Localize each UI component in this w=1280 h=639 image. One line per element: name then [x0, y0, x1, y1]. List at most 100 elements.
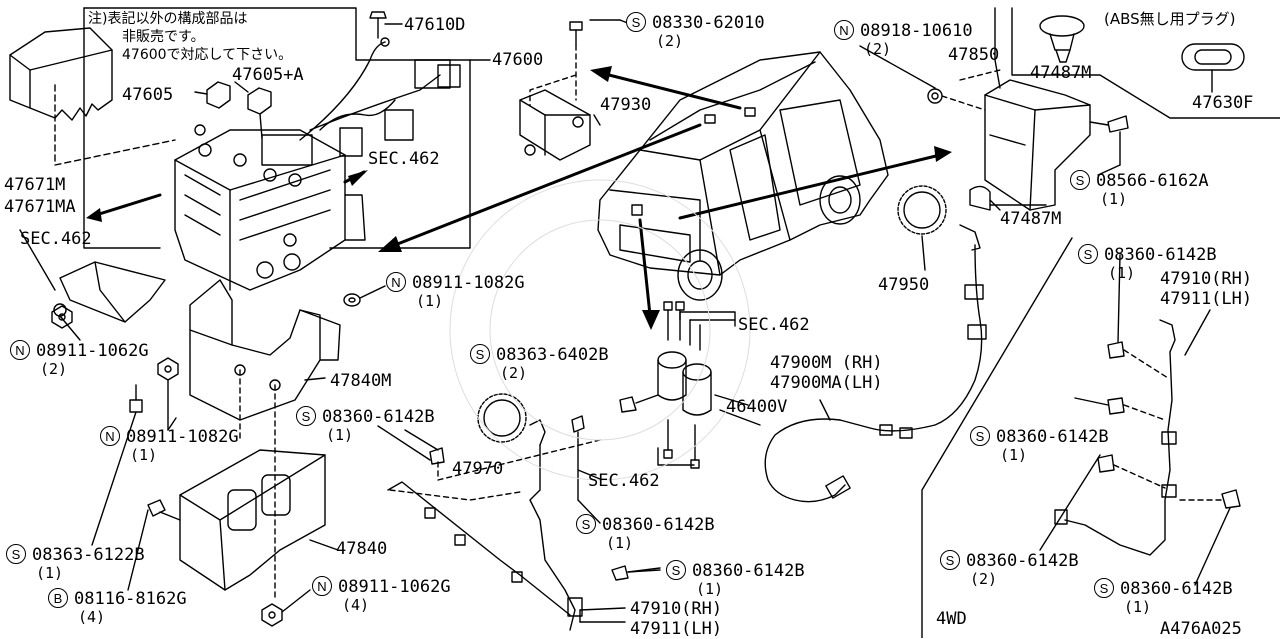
qty-08363-6122B: (1) — [36, 564, 64, 582]
note-line-2: 非販売です。 — [122, 29, 205, 45]
qty-08360-4wd-d: (1) — [1124, 598, 1152, 616]
qty-08360-a: (1) — [326, 426, 354, 444]
left-fasteners — [52, 286, 385, 626]
label-47840M: 47840M — [330, 371, 392, 391]
label-08911-1082G-a: 08911-1082G — [412, 273, 525, 293]
label-08360-6142B-4wd-b: 08360-6142B — [996, 427, 1109, 447]
qty-08360-b: (1) — [606, 534, 634, 552]
label-08330-62010: 08330-62010 — [652, 13, 765, 33]
qty-08360-4wd-b: (1) — [1000, 446, 1028, 464]
label-47910-bottom: 47910(RH) — [630, 599, 723, 619]
badge-n-08911-1062G-b: N — [312, 576, 332, 596]
4wd-frame — [922, 238, 1072, 638]
badge-s-08360-4wd-a: S — [1078, 244, 1098, 264]
qty-08330: (2) — [656, 32, 684, 50]
part-47605-cubes — [207, 82, 271, 138]
label-47840: 47840 — [336, 539, 388, 559]
label-08363-6402B: 08363-6402B — [496, 345, 609, 365]
bracket-47840 — [180, 450, 338, 590]
label-47911-bottom: 47911(LH) — [630, 619, 723, 639]
label-47605: 47605 — [122, 85, 174, 105]
badge-s-08363-6122B: S — [6, 544, 26, 564]
note-line-1: 注)表記以外の構成部品は — [88, 11, 248, 27]
badge-s-08330: S — [626, 12, 646, 32]
label-46400V: 46400V — [726, 397, 788, 417]
qty-08116: (4) — [78, 608, 106, 626]
label-47911-4wd: 47911(LH) — [1160, 289, 1253, 309]
badge-n-08911-1062G-a: N — [10, 340, 30, 360]
qty-08360-c: (1) — [696, 580, 724, 598]
label-47630F: 47630F — [1192, 93, 1254, 113]
label-47970: 47970 — [452, 459, 504, 479]
label-abs-plug: (ABS無し用プラグ) — [1104, 10, 1236, 28]
badge-n-08911-1082G-b: N — [100, 426, 120, 446]
abs-plug-frame — [995, 8, 1280, 118]
label-sec462-valve-top: SEC.462 — [738, 315, 810, 335]
bracket-47840M — [190, 280, 340, 600]
watermark — [450, 180, 750, 480]
arrow-heads — [86, 66, 952, 330]
label-08566-6162A: 08566-6162A — [1096, 171, 1209, 191]
badge-n-08911-1082G-a: N — [386, 272, 406, 292]
note-text: 注)表記以外の構成部品は 非販売です。 47600で対応して下さい。 — [88, 10, 356, 64]
badge-s-08360-b: S — [576, 514, 596, 534]
label-47671MA: 47671MA — [4, 197, 76, 217]
label-47671M: 47671M — [4, 175, 66, 195]
label-08911-1062G-a: 08911-1062G — [36, 341, 149, 361]
clip-47487M-top — [1040, 16, 1084, 62]
valve-46400V — [620, 302, 748, 468]
qty-08360-4wd-a: (1) — [1108, 264, 1136, 282]
qty-08360-4wd-c: (2) — [970, 570, 998, 588]
qty-08911-1082G-a: (1) — [416, 292, 444, 310]
label-47930: 47930 — [600, 95, 652, 115]
label-4wd: 4WD — [936, 609, 967, 629]
abs-cover-47671M — [10, 28, 175, 165]
plug-47630F — [1182, 44, 1244, 92]
badge-s-08360-c: S — [666, 560, 686, 580]
bolt-47610D — [370, 12, 402, 38]
label-08911-1062G-b: 08911-1062G — [338, 577, 451, 597]
qty-08911-1062G-a: (2) — [40, 360, 68, 378]
label-47950: 47950 — [878, 275, 930, 295]
sensor-rotor-47970 — [388, 394, 660, 630]
bracket-47671MA — [20, 230, 165, 340]
label-08116-8162G: 08116-8162G — [74, 589, 187, 609]
badge-s-08360-4wd-c: S — [940, 550, 960, 570]
badge-s-08566: S — [1070, 170, 1090, 190]
label-08360-6142B-a: 08360-6142B — [322, 407, 435, 427]
label-sec462-valve-bottom: SEC.462 — [588, 471, 660, 491]
label-08360-6142B-4wd-a: 08360-6142B — [1104, 245, 1217, 265]
qty-08566: (1) — [1100, 190, 1128, 208]
label-47605A: 47605+A — [232, 65, 304, 85]
label-08918-10610: 08918-10610 — [860, 21, 973, 41]
badge-s-08360-4wd-b: S — [970, 426, 990, 446]
label-08911-1082G-b: 08911-1082G — [126, 427, 239, 447]
label-47850: 47850 — [948, 45, 1000, 65]
label-47600: 47600 — [492, 50, 544, 70]
label-08360-6142B-4wd-c: 08360-6142B — [966, 551, 1079, 571]
label-47900M: 47900M (RH) — [770, 353, 883, 373]
qty-08363-6402B: (2) — [500, 364, 528, 382]
label-sec462-left: SEC.462 — [20, 229, 92, 249]
qty-08911-1082G-b: (1) — [130, 446, 158, 464]
qty-08911-1062G-b: (4) — [342, 596, 370, 614]
note-frame — [84, 8, 490, 248]
label-08363-6122B: 08363-6122B — [32, 545, 145, 565]
label-47910-4wd: 47910(RH) — [1160, 269, 1253, 289]
note-line-3: 47600で対応して下さい。 — [122, 47, 293, 63]
diagram-code: A476A025 — [1160, 619, 1242, 639]
arrows — [96, 74, 940, 315]
label-47487M-top: 47487M — [1030, 63, 1092, 83]
label-47900MA: 47900MA(LH) — [770, 373, 883, 393]
label-08360-6142B-b: 08360-6142B — [602, 515, 715, 535]
label-47487M-mid: 47487M — [1000, 209, 1062, 229]
label-47610D: 47610D — [404, 15, 466, 35]
label-08360-6142B-4wd-d: 08360-6142B — [1120, 579, 1233, 599]
harness-47900M — [765, 400, 912, 502]
badge-s-08363-6402B: S — [470, 344, 490, 364]
sensor-rotor-47950 — [840, 186, 986, 431]
badge-s-08360-a: S — [296, 406, 316, 426]
badge-n-08918: N — [834, 20, 854, 40]
badge-b-08116: B — [48, 588, 68, 608]
4wd-sensor-47910 — [1040, 255, 1240, 585]
